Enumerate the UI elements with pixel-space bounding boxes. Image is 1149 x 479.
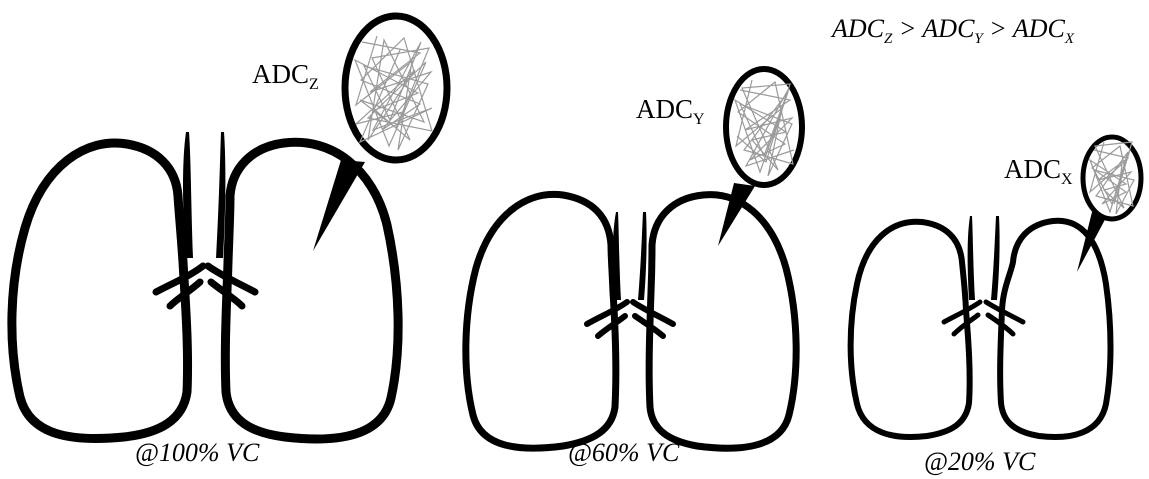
- formula-adc-z-base: ADC: [832, 14, 884, 43]
- formula-adc-x-base: > ADC: [983, 14, 1065, 43]
- left-bronchus: [944, 302, 980, 334]
- trachea-right-wall: [216, 132, 225, 258]
- caption-100-vc: @100% VC: [135, 440, 259, 466]
- adc-x-magnifier: [1077, 137, 1141, 272]
- bubble-pointer-z: [313, 160, 365, 251]
- adc-x-base: ADC: [1004, 154, 1061, 184]
- trachea-right-wall: [638, 212, 647, 300]
- formula-adc-y-sub: Y: [974, 31, 982, 47]
- adc-y-label: ADCY: [636, 96, 705, 128]
- lungs-60-vc: [466, 194, 796, 448]
- formula-adc-x-sub: X: [1065, 31, 1074, 47]
- lungs-20-vc: [851, 216, 1111, 437]
- left-bronchus: [587, 302, 627, 336]
- adc-y-subscript: Y: [693, 111, 705, 128]
- adc-x-subscript: X: [1061, 171, 1073, 188]
- adc-z-subscript: Z: [309, 76, 319, 93]
- adc-x-label: ADCX: [1004, 156, 1073, 188]
- adc-y-base: ADC: [636, 94, 693, 124]
- left-lung: [851, 222, 970, 437]
- trachea-right-wall: [991, 216, 1000, 300]
- right-lung: [1000, 221, 1110, 437]
- formula-adc-y-base: > ADC: [892, 14, 974, 43]
- trachea-left-wall: [968, 216, 975, 300]
- adc-z-base: ADC: [252, 59, 309, 89]
- caption-60-vc: @60% VC: [568, 440, 679, 466]
- adc-z-label: ADCZ: [252, 61, 319, 93]
- caption-20-vc: @20% VC: [924, 449, 1035, 475]
- trachea-left-wall: [613, 212, 621, 300]
- adc-inequality: ADCZ > ADCY > ADCX: [832, 16, 1074, 47]
